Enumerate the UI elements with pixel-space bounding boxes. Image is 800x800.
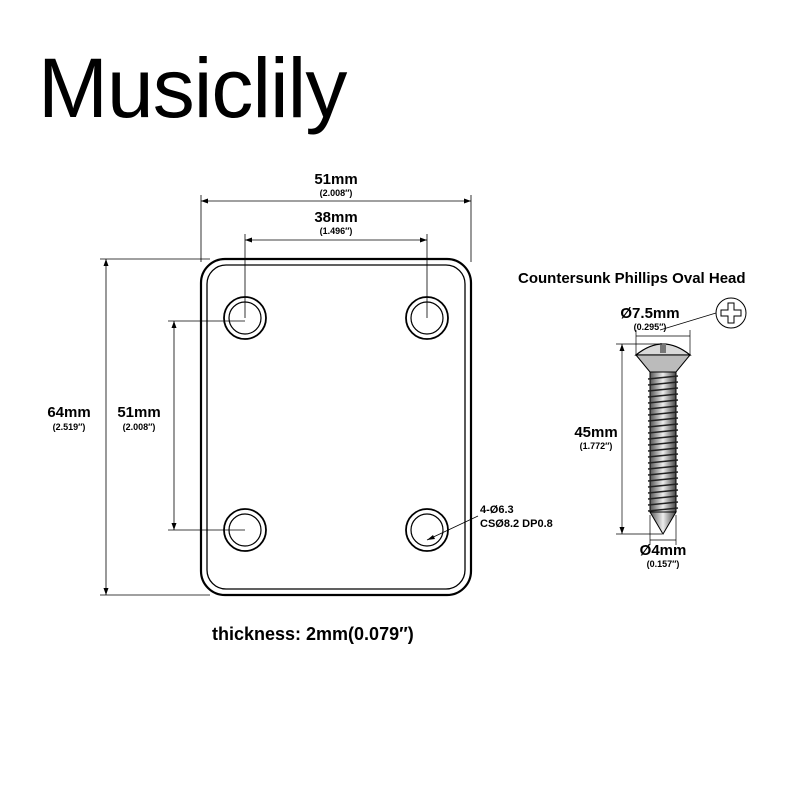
screw-drawing: [634, 343, 692, 535]
hole-spacing-horizontal-label: 38mm: [314, 209, 358, 226]
screw-head-diameter-label: Ø7.5mm: [620, 305, 680, 322]
phillips-head-icon: [715, 297, 747, 329]
hole-spacing-vertical-line: [168, 320, 245, 531]
screw-length-inch-label: (1.772″): [579, 441, 613, 451]
hole-spacing-horizontal-line: [244, 234, 428, 318]
thickness-label: thickness: 2mm(0.079″): [212, 624, 414, 644]
plate-height-inch-label: (2.519″): [52, 422, 86, 432]
hole-spec-note-line2: CSØ8.2 DP0.8: [480, 518, 553, 530]
hole-spacing-vertical-label: 51mm: [117, 404, 161, 421]
screw-shank-dimension-line: [649, 515, 677, 545]
plate-outline: [199, 257, 473, 597]
plate-height-label: 64mm: [47, 404, 91, 421]
plate-width-inch-label: (2.008″): [319, 188, 353, 198]
screw-shank-diameter-label: Ø4mm: [639, 542, 687, 559]
screw-heading: Countersunk Phillips Oval Head: [518, 270, 746, 287]
hole-spacing-vertical-inch-label: (2.008″): [122, 422, 156, 432]
brand-logo-text: Musiclily: [38, 41, 347, 135]
screw-length-dimension-line: [616, 343, 662, 535]
plate-width-label: 51mm: [314, 171, 358, 188]
screw-head-dimension-line: [635, 312, 717, 355]
height-dimension-line: [100, 258, 210, 596]
hole-spacing-horizontal-inch-label: (1.496″): [319, 226, 353, 236]
plate-hole: [405, 508, 449, 552]
screw-head-diameter-inch-label: (0.295″): [633, 322, 667, 332]
hole-spec-note-line1: 4-Ø6.3: [480, 504, 514, 516]
screw-length-label: 45mm: [574, 424, 618, 441]
width-dimension-line: [200, 195, 472, 262]
hole-callout-leader: [426, 515, 479, 541]
screw-shank-diameter-inch-label: (0.157″): [646, 559, 680, 569]
